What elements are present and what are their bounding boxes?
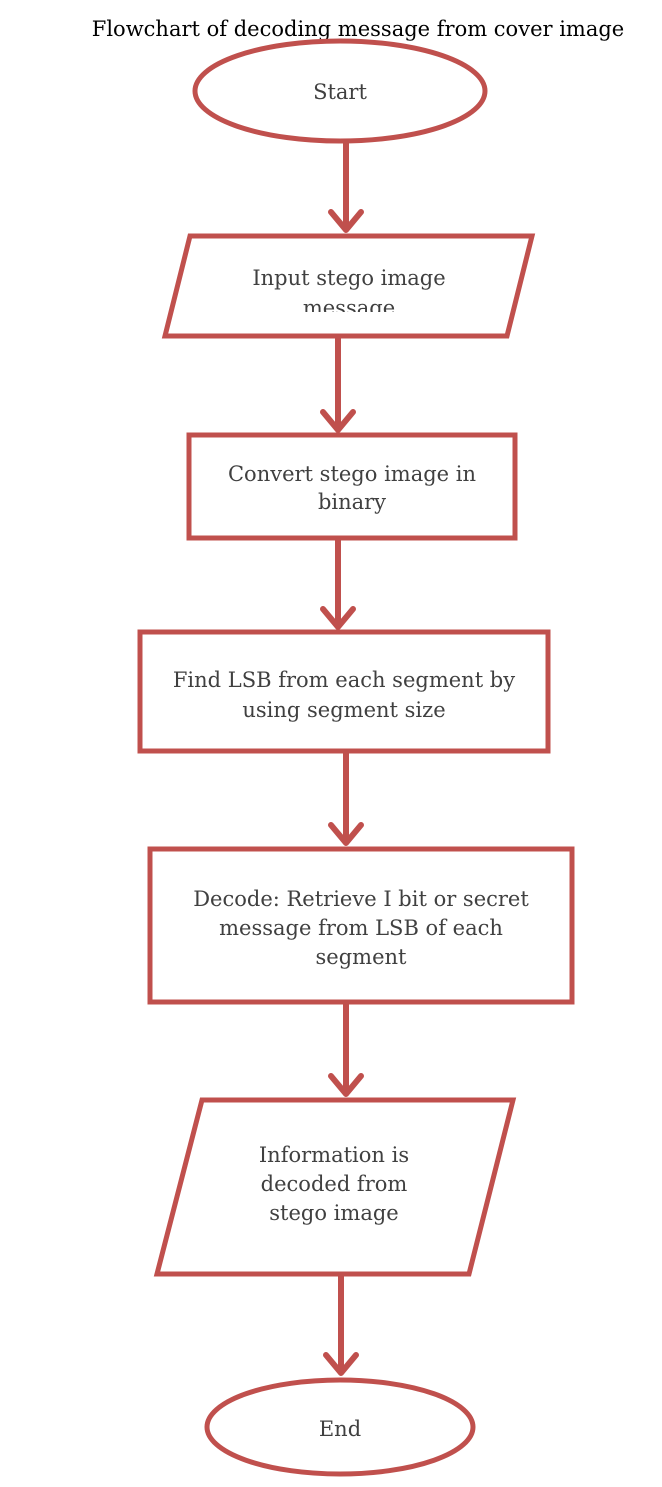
- node-input: Input stego image message: [161, 233, 536, 339]
- convert-rectangle: [186, 432, 518, 541]
- edge-start-to-input: [328, 141, 364, 233]
- information-parallelogram: [153, 1097, 517, 1277]
- node-information: Information is decoded from stego image: [153, 1097, 517, 1277]
- convert-label-line-2: binary: [318, 490, 386, 514]
- start-label: Start: [313, 80, 367, 104]
- end-label: End: [319, 1417, 361, 1441]
- node-convert: Convert stego image in binary: [186, 432, 518, 541]
- convert-label-line-1: Convert stego image in: [228, 462, 476, 486]
- find-lsb-label-line-1: Find LSB from each segment by: [173, 668, 515, 692]
- information-label-line-2: decoded from: [261, 1172, 408, 1196]
- node-decode: Decode: Retrieve I bit or secret message…: [147, 846, 575, 1005]
- edge-decode-to-information: [328, 1002, 364, 1097]
- edge-input-to-convert: [320, 336, 356, 433]
- information-label-line-3: stego image: [269, 1201, 398, 1225]
- decode-label-line-1: Decode: Retrieve I bit or secret: [193, 887, 529, 911]
- decode-label-line-3: segment: [316, 945, 408, 969]
- node-start: Start: [192, 38, 488, 144]
- decode-rectangle: [147, 846, 575, 1005]
- edge-convert-to-find-lsb: [320, 538, 356, 630]
- input-label-line-2: message: [303, 296, 395, 320]
- flowchart-title: Flowchart of decoding message from cover…: [92, 17, 624, 41]
- find-lsb-label-line-2: using segment size: [242, 698, 445, 722]
- start-ellipse: [192, 38, 488, 144]
- end-ellipse: [204, 1377, 476, 1477]
- edge-find-lsb-to-decode: [328, 751, 364, 846]
- find-lsb-rectangle: [137, 629, 551, 754]
- input-parallelogram: [161, 233, 536, 339]
- information-label-line-1: Information is: [259, 1143, 409, 1167]
- decode-label-line-2: message from LSB of each: [219, 916, 503, 940]
- node-end: End: [204, 1377, 476, 1477]
- edge-information-to-end: [323, 1274, 359, 1376]
- node-find-lsb: Find LSB from each segment by using segm…: [137, 629, 551, 754]
- input-label-line-1: Input stego image: [252, 266, 445, 290]
